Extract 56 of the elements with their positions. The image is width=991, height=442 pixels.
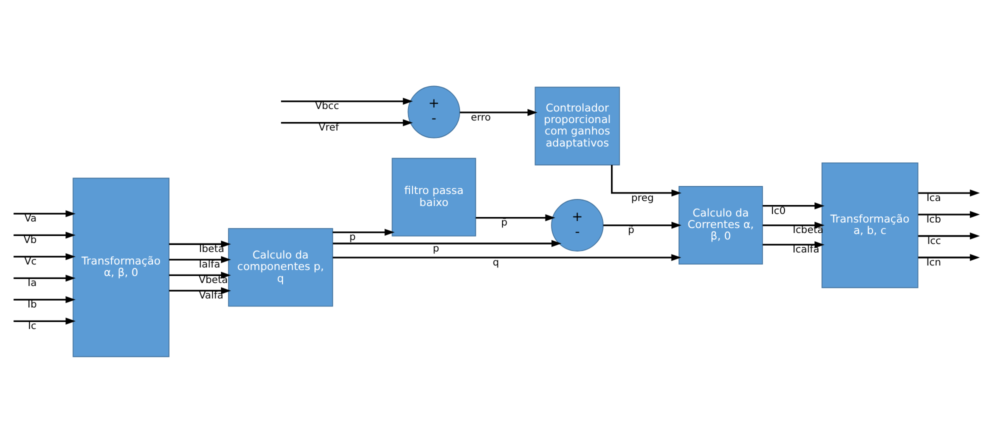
edge-label: p bbox=[349, 232, 356, 243]
edge-label: erro bbox=[470, 112, 491, 123]
edge-label: Icb bbox=[926, 214, 942, 225]
edge-label: Vref bbox=[318, 122, 339, 134]
node-box: filtro passa baixo bbox=[392, 157, 476, 236]
edge-label: Icn bbox=[926, 256, 942, 268]
arrow bbox=[169, 286, 231, 294]
node-box: Transformação α, β, 0 bbox=[72, 177, 170, 357]
arrow bbox=[611, 164, 682, 196]
arrow bbox=[14, 296, 76, 303]
edge-label: Ia bbox=[28, 278, 37, 289]
edge-label: q bbox=[492, 256, 500, 268]
node-circle: + - bbox=[408, 85, 460, 138]
edge-label: Ica bbox=[926, 192, 941, 204]
edge-label: Vbcc bbox=[315, 100, 340, 112]
arrow bbox=[281, 118, 413, 126]
arrow bbox=[603, 221, 682, 228]
edge-label: Ibeta bbox=[198, 244, 224, 255]
edge-label: Ic0 bbox=[770, 205, 786, 216]
arrow bbox=[918, 189, 980, 196]
arrow bbox=[476, 214, 556, 221]
arrow bbox=[169, 240, 231, 248]
node-box: Controlador proporcional com ganhos adaptativos bbox=[534, 86, 620, 165]
arrow bbox=[762, 240, 824, 248]
arrow bbox=[918, 254, 980, 260]
arrow bbox=[762, 221, 824, 228]
arrow bbox=[169, 271, 231, 278]
arrow bbox=[332, 254, 682, 261]
edge-label: Vc bbox=[24, 256, 37, 268]
edge-label: Icalfa bbox=[792, 244, 820, 256]
arrow bbox=[332, 240, 562, 246]
arrow bbox=[14, 252, 76, 260]
edge-label: Ib bbox=[28, 299, 37, 310]
edge-label: Ic bbox=[28, 320, 36, 332]
node-box: Calculo da Correntes α, β, 0 bbox=[678, 186, 763, 264]
arrow bbox=[762, 202, 824, 209]
edge-label: Vb bbox=[24, 234, 37, 246]
edge-label: preg bbox=[631, 192, 654, 204]
arrow bbox=[14, 274, 76, 282]
node-box: Calculo da componentes p, q bbox=[228, 228, 334, 306]
arrow bbox=[14, 317, 76, 324]
arrow bbox=[14, 210, 76, 217]
edge-label: p bbox=[432, 242, 440, 254]
edge-label: Icc bbox=[927, 235, 942, 246]
arrow bbox=[460, 108, 538, 116]
node-box: Transformação a, b, c bbox=[822, 162, 918, 288]
edge-label: Va bbox=[24, 213, 37, 224]
arrow bbox=[14, 231, 76, 238]
edge-label: Ialfa bbox=[198, 259, 220, 270]
arrow bbox=[281, 97, 413, 104]
arrow bbox=[169, 256, 231, 263]
arrow bbox=[332, 228, 395, 236]
arrow bbox=[918, 232, 980, 239]
edge-label: Valfa bbox=[198, 290, 224, 302]
arrow bbox=[918, 210, 980, 218]
edge-label: Vbeta bbox=[198, 274, 228, 286]
